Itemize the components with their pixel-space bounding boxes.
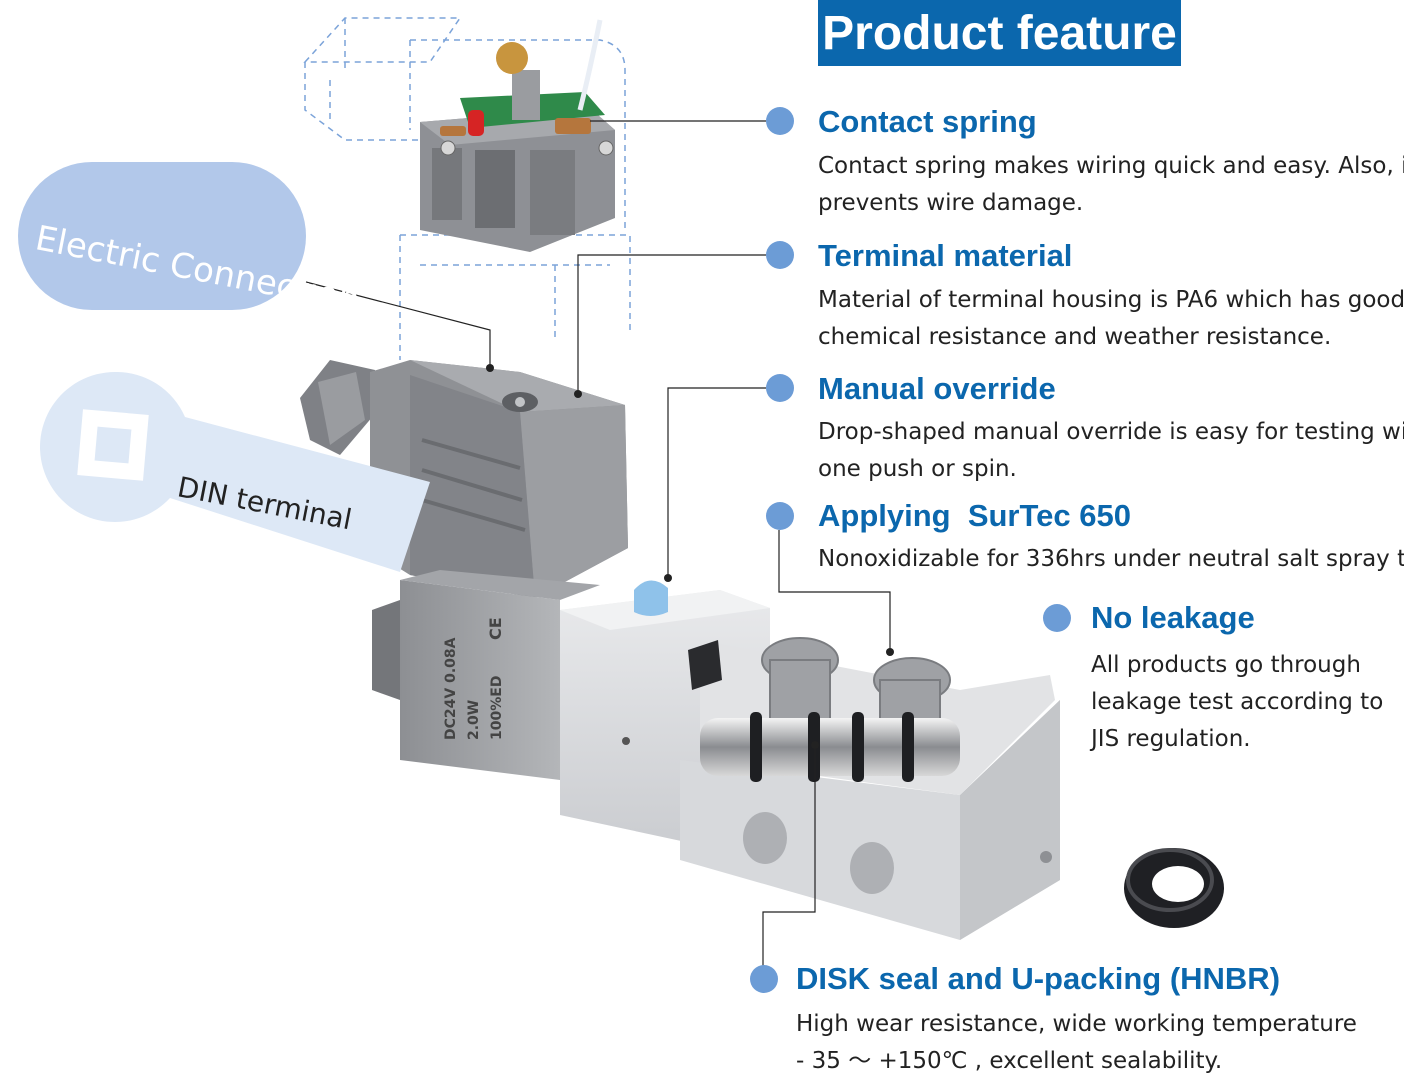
- feature-desc-no-leakage: All products go through leakage test acc…: [1091, 652, 1384, 752]
- bullet-icon: [750, 965, 778, 993]
- page-title: Product feature: [818, 0, 1181, 66]
- u-packing-ring-image: [1124, 848, 1224, 928]
- feature-title-contact-spring: Contact spring: [818, 104, 1037, 139]
- bullet-icon: [766, 241, 794, 269]
- bullet-icon: [766, 502, 794, 530]
- leader-lines: [305, 120, 891, 968]
- bullet-icon: [766, 107, 794, 135]
- coil-marking-2: 2.0W: [466, 700, 482, 740]
- coil-marking-3: 100%ED: [489, 676, 505, 740]
- feature-desc-surtec: Nonoxidizable for 336hrs under neutral s…: [818, 546, 1404, 572]
- feature-desc-contact-spring: Contact spring makes wiring quick and ea…: [818, 153, 1404, 216]
- din-connector-image: [300, 360, 628, 598]
- bullet-icon: [766, 374, 794, 402]
- feature-desc-terminal-material: Material of terminal housing is PA6 whic…: [818, 287, 1404, 350]
- feature-desc-manual-override: Drop-shaped manual override is easy for …: [818, 419, 1404, 482]
- coil-marking-1: DC24V 0.08A: [443, 637, 459, 740]
- terminal-block-image: [420, 19, 615, 252]
- coil-ce-mark: CE: [486, 617, 505, 640]
- feature-title-no-leakage: No leakage: [1091, 600, 1255, 635]
- feature-desc-disk-seal: High wear resistance, wide working tempe…: [796, 1011, 1357, 1074]
- electric-connection-badge: [18, 162, 306, 310]
- valve-body-image: [560, 580, 1060, 940]
- feature-title-manual-override: Manual override: [818, 371, 1056, 406]
- solenoid-coil-image: DC24V 0.08A 2.0W 100%ED CE: [372, 570, 600, 780]
- feature-title-surtec: Applying SurTec 650: [818, 498, 1131, 533]
- feature-title-terminal-material: Terminal material: [818, 238, 1073, 273]
- feature-title-disk-seal: DISK seal and U-packing (HNBR): [796, 961, 1281, 996]
- din-terminal-badge: [40, 372, 430, 572]
- bullet-icon: [1043, 604, 1071, 632]
